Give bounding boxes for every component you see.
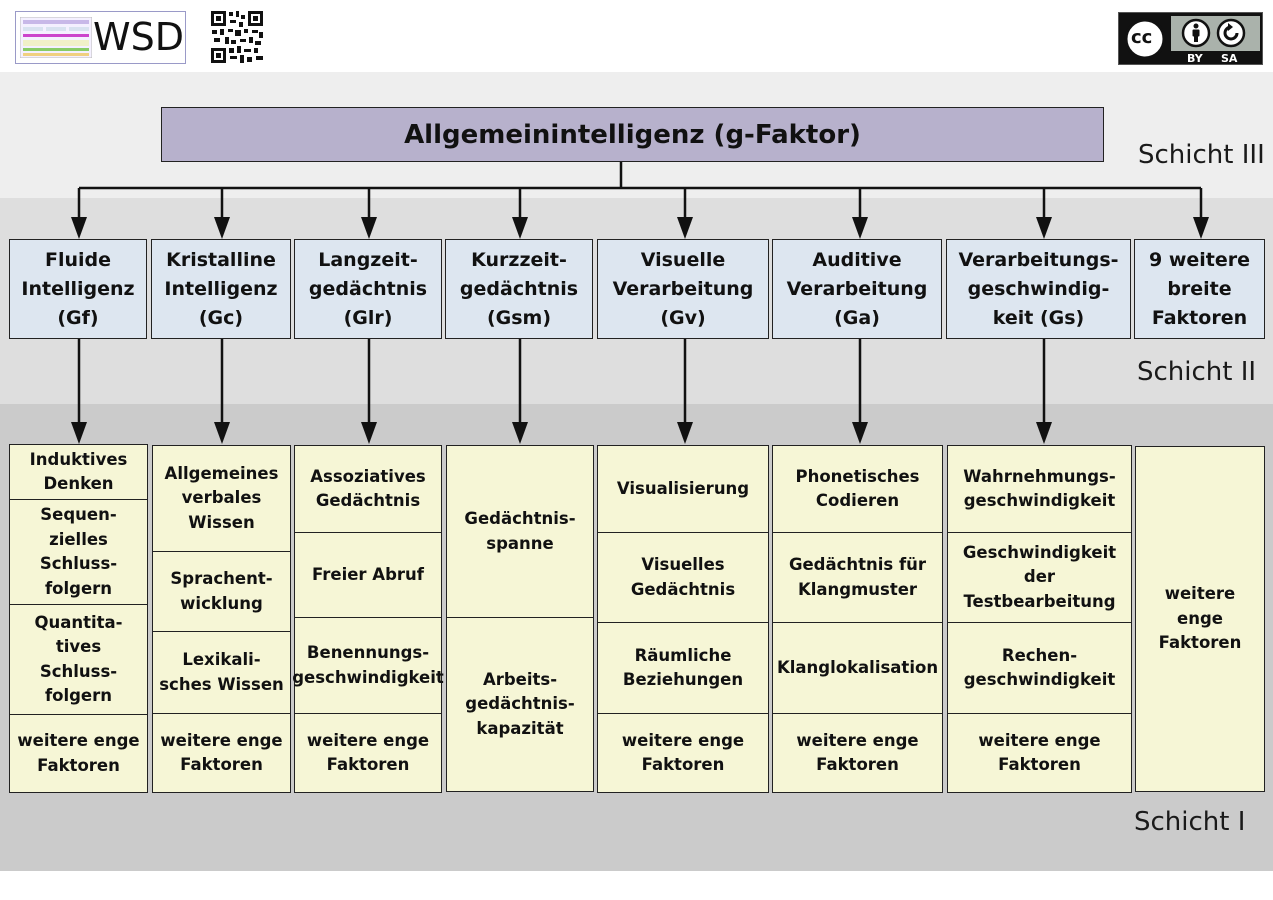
narrow-factor: Induktives Denken xyxy=(29,449,128,494)
narrow-factor: Klanglokalisation xyxy=(773,622,942,713)
wsd-logo: WSD xyxy=(15,11,186,64)
layer-label-bottom: Schicht I xyxy=(1134,807,1246,837)
broad-factor-label: Verarbeitungs- geschwindig- keit (Gs) xyxy=(958,248,1119,329)
narrow-factor: Visualisierung xyxy=(616,478,750,498)
narrow-factors-gsm: Gedächtnis- spanne Arbeits- gedächtnis- … xyxy=(446,445,594,792)
broad-factor-label: Kristalline Intelligenz (Gc) xyxy=(164,248,278,329)
narrow-factor: Phonetisches Codieren xyxy=(795,466,920,511)
cc-by-sa-badge: cc BY SA xyxy=(1118,12,1263,65)
narrow-factor: weitere enge Faktoren xyxy=(295,713,441,792)
by-label: BY xyxy=(1187,52,1203,65)
arrowhead-to-narrow xyxy=(1036,422,1052,444)
logo-text: WSD xyxy=(93,15,184,59)
arrowhead-to-broad xyxy=(512,217,528,239)
narrow-factors-others: weitere enge Faktoren xyxy=(1135,446,1265,792)
broad-factor-gf: Fluide Intelligenz (Gf) xyxy=(9,239,147,339)
narrow-factor: weitere enge Faktoren xyxy=(598,713,768,792)
narrow-factor: Quantita- tives Schluss- folgern xyxy=(10,604,147,714)
cc-icon xyxy=(1124,18,1166,60)
narrow-factor: Arbeits- gedächtnis- kapazität xyxy=(447,617,593,791)
broad-factor-label: Kurzzeit- gedächtnis (Gsm) xyxy=(459,248,579,329)
arrowhead-to-broad xyxy=(1193,217,1209,239)
narrow-factors-ga: Phonetisches Codieren Gedächtnis für Kla… xyxy=(772,445,943,793)
narrow-factor: Gedächtnis für Klangmuster xyxy=(773,532,942,622)
arrowhead-to-narrow xyxy=(677,422,693,444)
narrow-factor: weitere enge Faktoren xyxy=(153,713,290,792)
narrow-factor: Allgemeines verbales Wissen xyxy=(164,463,279,532)
arrowhead-to-narrow xyxy=(361,422,377,444)
broad-factor-label: Auditive Verarbeitung (Ga) xyxy=(786,248,928,329)
narrow-factor: Assoziatives Gedächtnis xyxy=(310,466,426,511)
arrowhead-to-broad xyxy=(71,217,87,239)
narrow-factor: Sprachent- wicklung xyxy=(153,551,290,631)
broad-factor-gv: Visuelle Verarbeitung (Gv) xyxy=(597,239,769,339)
broad-factor-others: 9 weitere breite Faktoren xyxy=(1134,239,1265,339)
broad-factor-label: 9 weitere breite Faktoren xyxy=(1148,248,1250,329)
narrow-factor: Rechen- geschwindigkeit xyxy=(948,622,1131,713)
narrow-factors-gs: Wahrnehmungs- geschwindigkeit Geschwindi… xyxy=(947,445,1132,793)
broad-factor-label: Fluide Intelligenz (Gf) xyxy=(21,248,135,329)
g-factor-box: Allgemeinintelligenz (g-Faktor) xyxy=(161,107,1104,162)
arrowhead-to-broad xyxy=(1036,217,1052,239)
g-factor-label: Allgemeinintelligenz (g-Faktor) xyxy=(404,119,861,150)
layer-label-top: Schicht III xyxy=(1138,140,1265,170)
layer-label-middle: Schicht II xyxy=(1137,357,1257,387)
arrowhead-to-broad xyxy=(677,217,693,239)
narrow-factor: weitere enge Faktoren xyxy=(948,713,1131,792)
share-alike-icon xyxy=(1216,18,1246,48)
qr-code-icon xyxy=(210,10,264,64)
narrow-factor: Visuelles Gedächtnis xyxy=(598,532,768,622)
arrowhead-to-narrow xyxy=(71,422,87,444)
narrow-factor: Geschwindigkeit der Testbearbeitung xyxy=(948,532,1131,622)
narrow-factors-glr: Assoziatives Gedächtnis Freier Abruf Ben… xyxy=(292,445,444,793)
narrow-factor: Sequen- zielles Schluss- folgern xyxy=(10,499,147,604)
broad-factor-gsm: Kurzzeit- gedächtnis (Gsm) xyxy=(445,239,593,339)
attribution-person-icon xyxy=(1181,18,1211,48)
sa-label: SA xyxy=(1221,52,1238,65)
narrow-factor: weitere enge Faktoren xyxy=(1158,584,1242,653)
narrow-factor: Benennungs- geschwindigkeit xyxy=(292,617,444,713)
broad-factor-glr: Langzeit- gedächtnis (Glr) xyxy=(294,239,442,339)
narrow-factors-gv: Visualisierung Visuelles Gedächtnis Räum… xyxy=(597,445,769,793)
narrow-factor: Räumliche Beziehungen xyxy=(598,622,768,713)
narrow-factors-gf: Induktives Denken Sequen- zielles Schlus… xyxy=(9,444,148,793)
narrow-factor: Gedächtnis- spanne xyxy=(464,509,576,553)
broad-factor-gc: Kristalline Intelligenz (Gc) xyxy=(151,239,291,339)
broad-factor-gs: Verarbeitungs- geschwindig- keit (Gs) xyxy=(946,239,1131,339)
logo-thumbnail-icon xyxy=(20,17,92,58)
narrow-factor: Freier Abruf xyxy=(295,532,441,617)
arrowhead-to-broad xyxy=(852,217,868,239)
arrowhead-to-narrow xyxy=(852,422,868,444)
narrow-factor: Lexikali- sches Wissen xyxy=(153,631,290,713)
broad-factor-label: Langzeit- gedächtnis (Glr) xyxy=(308,248,428,329)
broad-factor-ga: Auditive Verarbeitung (Ga) xyxy=(772,239,942,339)
arrowhead-to-broad xyxy=(214,217,230,239)
broad-factor-label: Visuelle Verarbeitung (Gv) xyxy=(612,248,754,329)
narrow-factor: weitere enge Faktoren xyxy=(10,714,147,792)
cc-text: cc xyxy=(1131,27,1153,48)
narrow-factor: Wahrnehmungs- geschwindigkeit xyxy=(963,466,1116,511)
arrowhead-to-narrow xyxy=(512,422,528,444)
arrowhead-to-narrow xyxy=(214,422,230,444)
narrow-factor: weitere enge Faktoren xyxy=(773,713,942,792)
narrow-factors-gc: Allgemeines verbales Wissen Sprachent- w… xyxy=(152,445,291,793)
arrowhead-to-broad xyxy=(361,217,377,239)
